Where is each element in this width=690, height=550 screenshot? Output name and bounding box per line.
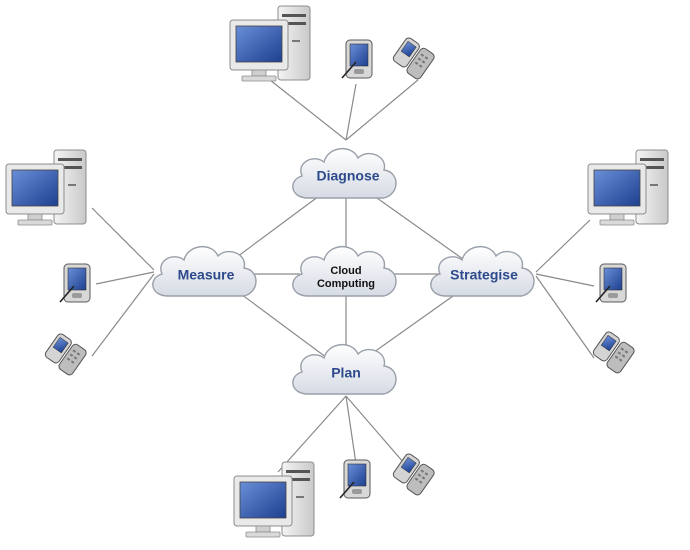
desktop-computer-icon: [5, 149, 87, 226]
link-pda-bottom-plan: [345, 395, 357, 465]
link-phone-bottom-plan: [345, 395, 411, 471]
cloud-node-diagnose: Diagnose: [292, 147, 397, 199]
cloud-node-measure: Measure: [152, 245, 257, 297]
desktop-computer-icon: [587, 149, 669, 226]
device-cluster-right: [587, 149, 669, 375]
device-cluster-left: [5, 149, 91, 377]
flip-phone-icon: [590, 329, 637, 375]
flip-phone-icon: [390, 451, 437, 497]
center-label-line2: Computing: [317, 278, 375, 290]
link-desktop-bottom-plan: [277, 395, 347, 473]
link-phone-top-diagnose: [345, 79, 419, 141]
link-pda-left-measure: [95, 271, 155, 285]
plan-label: Plan: [331, 365, 361, 381]
link-desktop-left-measure: [91, 207, 155, 271]
pda-icon: [341, 39, 373, 79]
link-phone-right-strategise: [535, 275, 595, 359]
diagnose-label: Diagnose: [316, 168, 379, 184]
strategise-label: Strategise: [450, 267, 518, 283]
pda-icon: [339, 459, 371, 499]
center-label-line1: Cloud: [330, 265, 361, 277]
link-desktop-right-strategise: [535, 219, 591, 273]
cloud-node-plan: Plan: [292, 343, 397, 395]
pda-icon: [59, 263, 91, 303]
flip-phone-icon: [42, 331, 89, 377]
device-cluster-bottom: [233, 451, 437, 538]
device-cluster-top: [229, 5, 437, 82]
cloud-node-center: Cloud Computing: [292, 245, 397, 297]
measure-label: Measure: [178, 267, 235, 283]
link-pda-right-strategise: [535, 273, 595, 287]
desktop-computer-icon: [229, 5, 311, 82]
link-desktop-top-diagnose: [269, 79, 347, 141]
pda-icon: [595, 263, 627, 303]
flip-phone-icon: [390, 35, 437, 81]
link-phone-left-measure: [91, 273, 155, 357]
cloud-node-strategise: Strategise: [430, 245, 535, 297]
link-pda-top-diagnose: [345, 83, 357, 141]
desktop-computer-icon: [233, 461, 315, 538]
